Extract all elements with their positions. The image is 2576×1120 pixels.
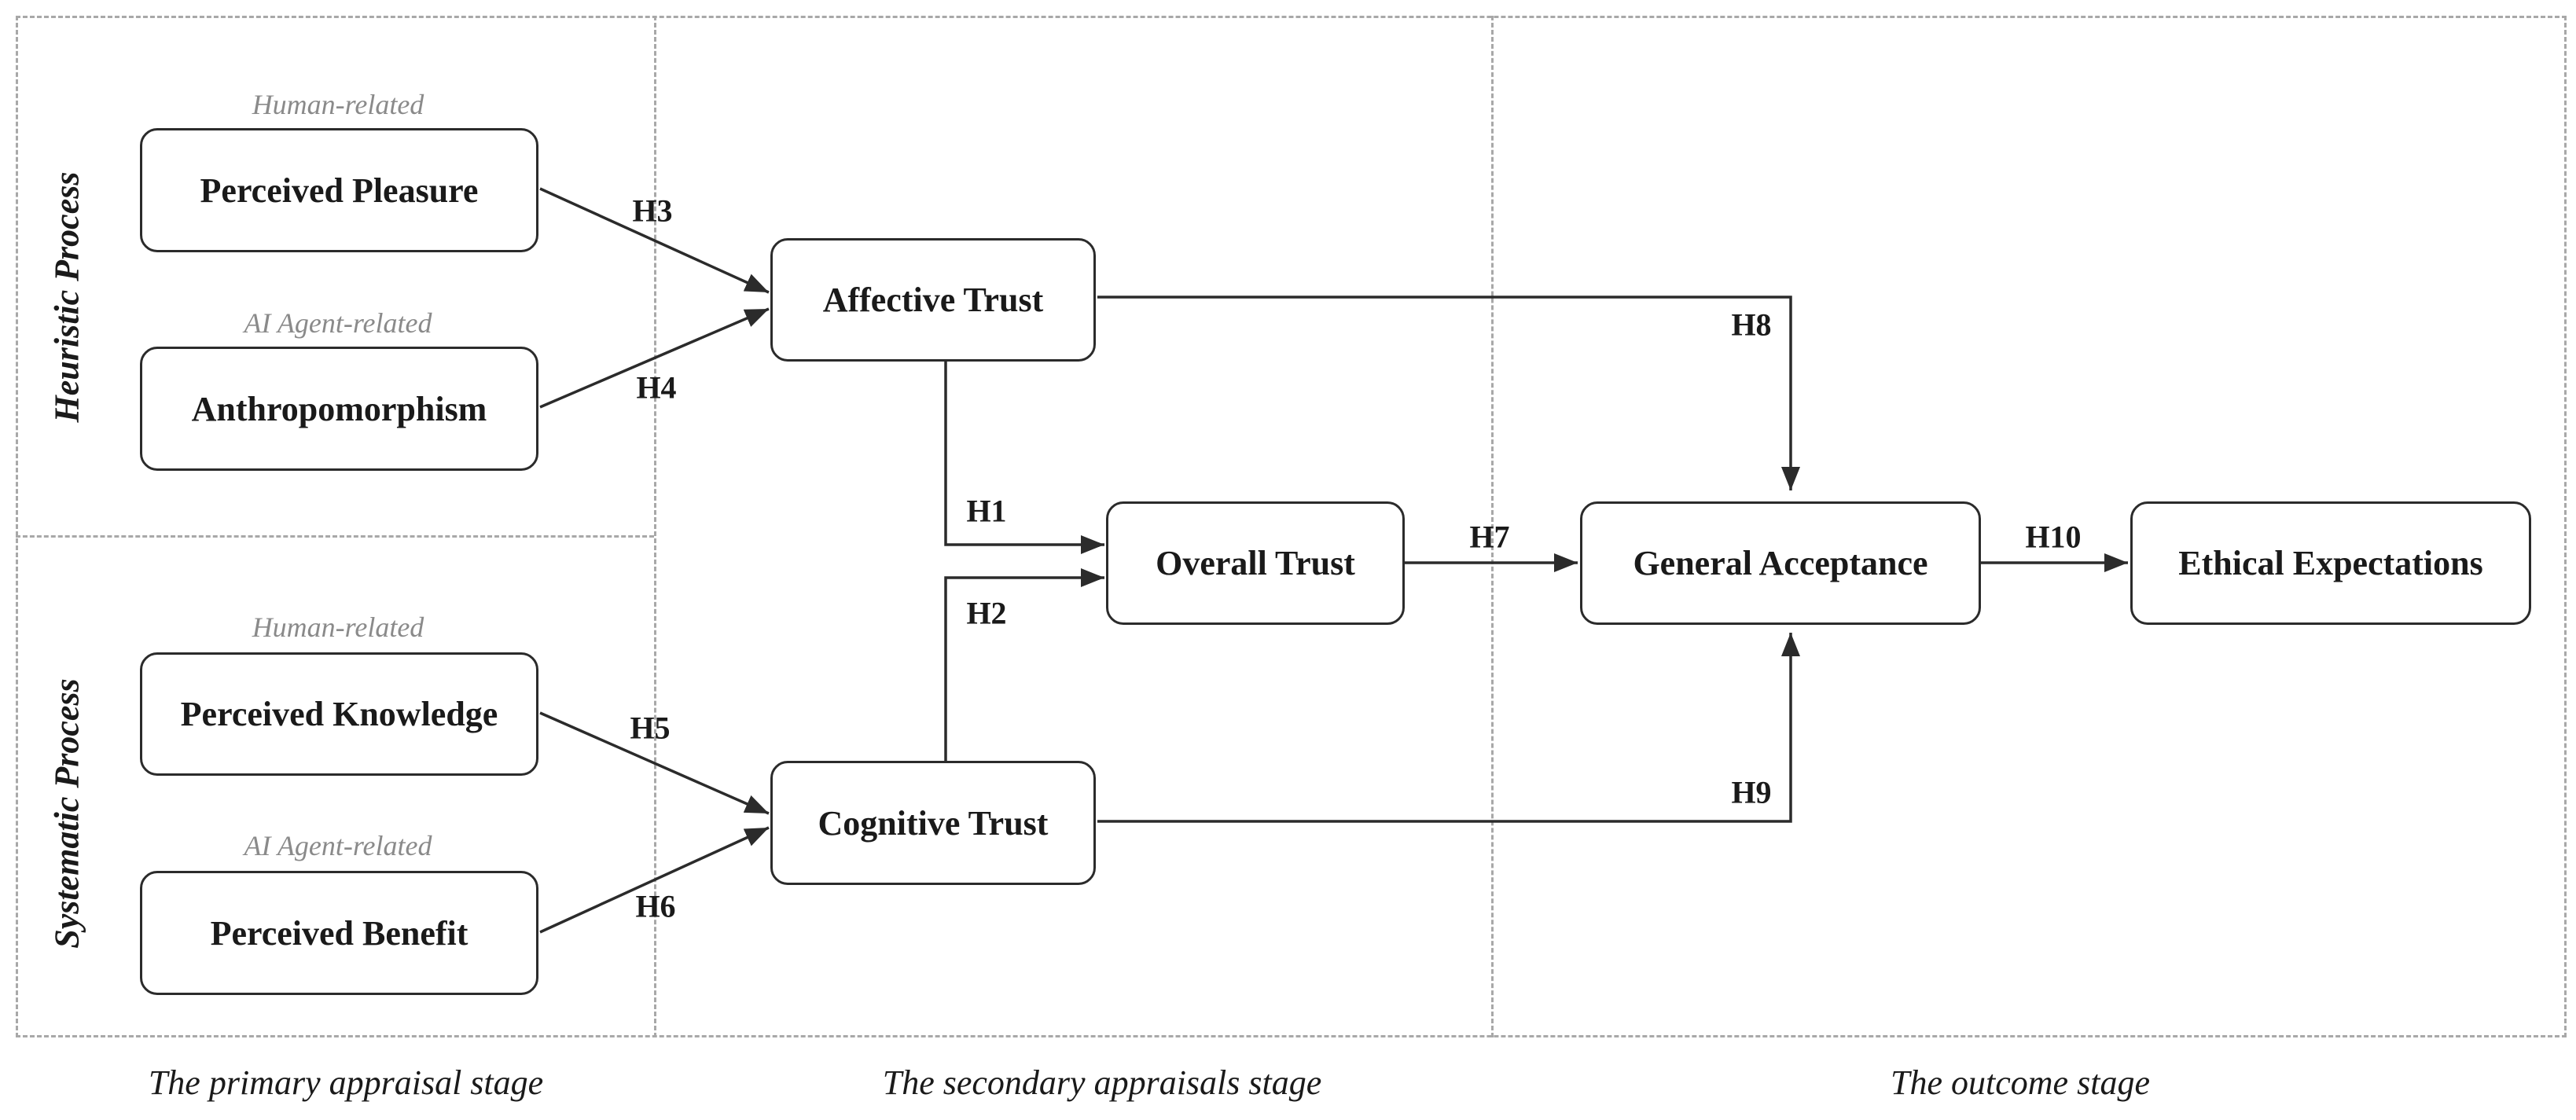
arrow-h3 [539, 187, 770, 294]
anthropomorphism-subtitle: AI Agent-related [244, 307, 432, 339]
benefit-subtitle: AI Agent-related [244, 830, 432, 861]
knowledge-subtitle: Human-related [252, 611, 424, 643]
hypothesis-h5: H5 [630, 710, 671, 746]
arrow-h2 [944, 568, 1104, 761]
stage-label-primary: The primary appraisal stage [148, 1063, 544, 1102]
process-divider [16, 535, 654, 538]
general-acceptance-box: General Acceptance [1580, 501, 1981, 625]
affective-trust-box: Affective Trust [770, 238, 1096, 362]
perceived-benefit-box: Perceived Benefit [140, 871, 538, 995]
anthropomorphism-box: Anthropomorphism [140, 347, 538, 471]
cognitive-trust-box: Cognitive Trust [770, 761, 1096, 885]
arrow-h4 [539, 307, 770, 409]
diagram-frame [16, 16, 2567, 1037]
hypothesis-h10: H10 [2025, 519, 2082, 555]
hypothesis-h7: H7 [1469, 519, 1510, 555]
perceived-pleasure-box: Perceived Pleasure [140, 128, 538, 252]
stage-divider-2 [1491, 16, 1494, 1037]
overall-trust-box: Overall Trust [1106, 501, 1405, 625]
hypothesis-h6: H6 [635, 888, 676, 924]
stage-label-secondary: The secondary appraisals stage [882, 1063, 1322, 1102]
hypothesis-h9: H9 [1731, 774, 1772, 810]
arrow-h8 [1097, 296, 1800, 490]
ethical-expectations-box: Ethical Expectations [2130, 501, 2531, 625]
hypothesis-h1: H1 [966, 493, 1007, 529]
arrow-h6 [539, 826, 770, 934]
pleasure-subtitle: Human-related [252, 89, 424, 120]
hypothesis-h8: H8 [1731, 307, 1772, 343]
stage-label-outcome: The outcome stage [1891, 1063, 2150, 1102]
hypothesis-h4: H4 [636, 369, 677, 406]
stage-divider-1 [654, 16, 656, 1037]
hypothesis-h3: H3 [632, 193, 673, 229]
arrow-h5 [539, 711, 770, 815]
hypothesis-h2: H2 [966, 595, 1007, 631]
perceived-knowledge-box: Perceived Knowledge [140, 652, 538, 776]
arrow-h9 [1097, 633, 1800, 823]
arrow-h1 [944, 362, 1104, 554]
